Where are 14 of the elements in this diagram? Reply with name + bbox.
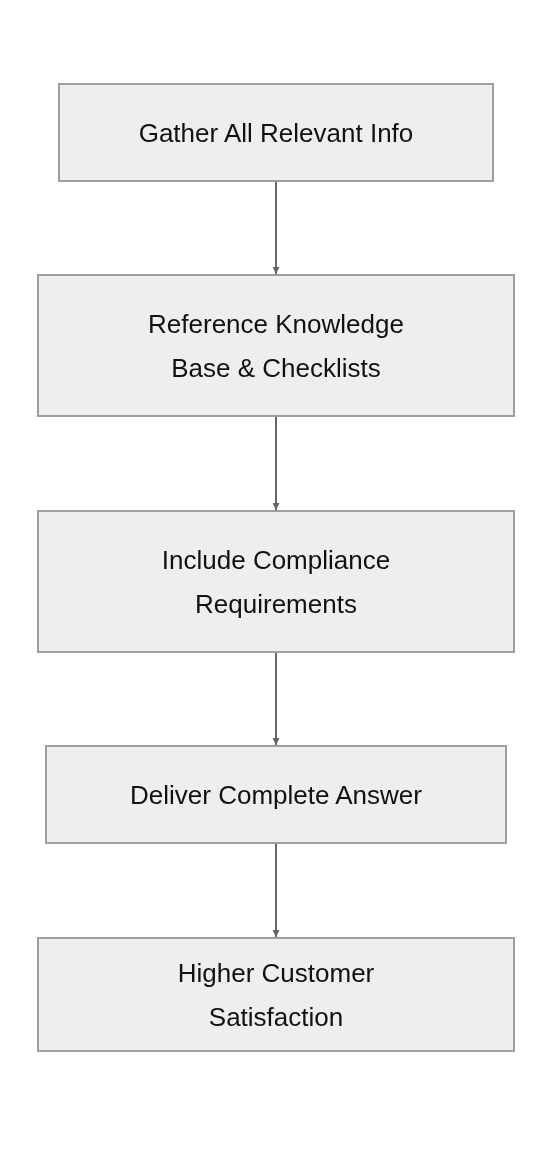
box-label: Include Compliance Requirements (160, 543, 392, 621)
arrow (272, 652, 280, 746)
process-box (37, 510, 515, 653)
box-label: Gather All Relevant Info (138, 116, 414, 150)
arrow (272, 416, 280, 511)
process-box (58, 83, 494, 182)
process-box (37, 937, 515, 1052)
process-box (37, 274, 515, 417)
box-label: Deliver Complete Answer (130, 778, 422, 812)
process-box (45, 745, 507, 844)
box-label: Reference Knowledge Base & Checklists (147, 307, 405, 385)
arrow (272, 181, 280, 275)
box-label: Higher Customer Satisfaction (176, 956, 376, 1034)
arrow (272, 843, 280, 938)
